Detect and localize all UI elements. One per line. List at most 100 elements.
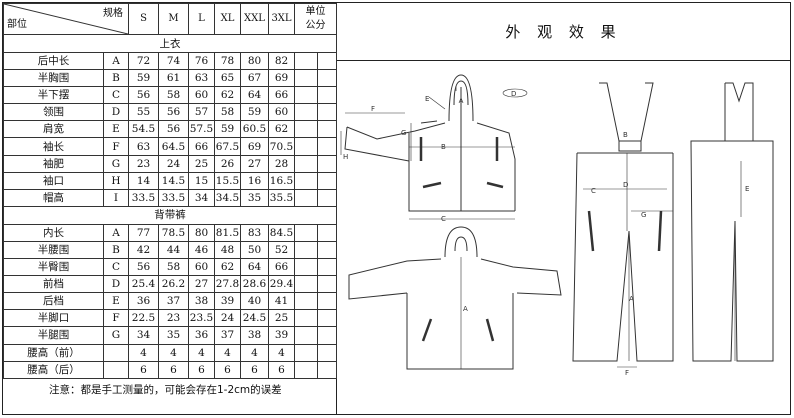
measurement-code xyxy=(103,360,129,379)
size-value: 63 xyxy=(188,69,215,88)
size-value: 38 xyxy=(188,292,215,311)
size-value: 41 xyxy=(268,292,295,311)
section-title: 背带裤 xyxy=(3,205,337,225)
size-value: 50 xyxy=(240,240,269,260)
bib-pants-front-letters: A B C D F G xyxy=(591,131,646,377)
size-value: 6 xyxy=(214,360,241,379)
size-value: 66 xyxy=(268,258,295,277)
jacket-back-drawing xyxy=(348,226,562,370)
jacket-label-h: H xyxy=(343,153,348,161)
size-value: 46 xyxy=(188,240,215,260)
size-value: 77 xyxy=(128,223,159,242)
size-value: 22.5 xyxy=(128,309,159,328)
size-value: 62 xyxy=(214,258,241,277)
empty-cell xyxy=(294,69,318,88)
empty-cell xyxy=(294,275,318,294)
bib-pants-back-letters: E xyxy=(745,185,749,193)
empty-cell xyxy=(294,51,318,71)
empty-cell xyxy=(294,223,318,242)
bib-pants-front-drawing xyxy=(572,82,674,368)
empty-cell xyxy=(294,343,318,362)
size-value: 24 xyxy=(158,154,189,173)
empty-cell xyxy=(317,223,337,242)
size-value: 60.5 xyxy=(240,120,269,139)
empty-cell xyxy=(317,309,337,328)
pants-label-f: F xyxy=(625,369,629,377)
size-header-XL: XL xyxy=(214,3,241,35)
size-value: 60 xyxy=(188,258,215,277)
empty-cell xyxy=(294,154,318,173)
garment-diagrams: A B C D E F G H I A xyxy=(340,74,774,377)
empty-cell xyxy=(317,275,337,294)
bib-pants-back-drawing xyxy=(690,82,774,362)
size-header-L: L xyxy=(188,3,215,35)
size-header-XXL: XXL xyxy=(240,3,269,35)
size-value: 25 xyxy=(188,154,215,173)
jacket-label-i: I xyxy=(455,85,457,93)
size-value: 74 xyxy=(158,51,189,71)
size-value: 56 xyxy=(128,258,159,277)
unit-header-cell: 单位公分 xyxy=(294,3,337,35)
size-value: 4 xyxy=(188,343,215,362)
measurement-name: 领围 xyxy=(3,103,104,122)
size-value: 15 xyxy=(188,171,215,190)
measurement-code: B xyxy=(103,240,129,260)
size-value: 57.5 xyxy=(188,120,215,139)
measurement-name: 半脚口 xyxy=(3,309,104,328)
size-value: 78.5 xyxy=(158,223,189,242)
pants-label-e: E xyxy=(745,185,749,193)
empty-cell xyxy=(294,188,318,207)
size-value: 34 xyxy=(128,326,159,345)
empty-cell xyxy=(294,292,318,311)
size-value: 4 xyxy=(214,343,241,362)
size-value: 59 xyxy=(128,69,159,88)
size-value: 33.5 xyxy=(158,188,189,207)
empty-cell xyxy=(317,240,337,260)
measurement-name: 半下摆 xyxy=(3,86,104,105)
size-value: 34 xyxy=(188,188,215,207)
size-value: 36 xyxy=(128,292,159,311)
size-value: 80 xyxy=(188,223,215,242)
measurement-code: F xyxy=(103,137,129,156)
size-header-S: S xyxy=(128,3,159,35)
size-value: 65 xyxy=(214,69,241,88)
size-value: 67.5 xyxy=(214,137,241,156)
size-value: 4 xyxy=(158,343,189,362)
size-value: 52 xyxy=(268,240,295,260)
size-value: 34.5 xyxy=(214,188,241,207)
size-value: 58 xyxy=(158,86,189,105)
size-value: 25 xyxy=(268,309,295,328)
jacket-front-letters: A B C D E F G H I xyxy=(343,85,516,223)
size-value: 78 xyxy=(214,51,241,71)
measurement-code: A xyxy=(103,51,129,71)
measurement-name: 半胸围 xyxy=(3,69,104,88)
size-value: 69 xyxy=(240,137,269,156)
header-corner-cell: 部位规格 xyxy=(3,3,129,35)
size-value: 66 xyxy=(188,137,215,156)
empty-cell xyxy=(294,258,318,277)
size-value: 59 xyxy=(240,103,269,122)
size-value: 4 xyxy=(268,343,295,362)
pants-label-a: A xyxy=(629,295,634,303)
measurement-code: C xyxy=(103,86,129,105)
size-value: 23 xyxy=(128,154,159,173)
panel-title: 外 观 效 果 xyxy=(337,3,790,61)
size-value: 33.5 xyxy=(128,188,159,207)
measurement-code: H xyxy=(103,171,129,190)
measurement-code: G xyxy=(103,154,129,173)
empty-cell xyxy=(294,309,318,328)
section-row: 上衣 xyxy=(3,34,337,53)
unit-label-line2: 公分 xyxy=(305,20,326,31)
measurement-code: E xyxy=(103,120,129,139)
section-title: 上衣 xyxy=(3,34,337,53)
size-value: 63 xyxy=(128,137,159,156)
size-value: 62 xyxy=(214,86,241,105)
